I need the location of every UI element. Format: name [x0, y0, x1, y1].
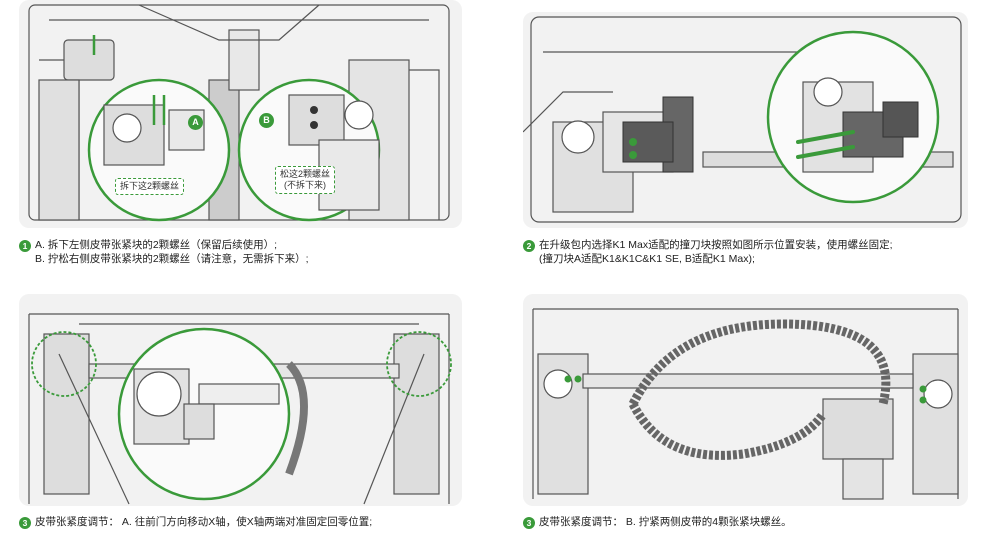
step1-illustration: A B 拆下这2颗螺丝 松这2颗螺丝 (不拆下来) [19, 0, 462, 228]
callout-a-badge: A [188, 115, 203, 130]
crash-block-install-drawing [523, 16, 962, 223]
step3b-illustration [523, 294, 968, 506]
step3a-illustration [19, 294, 462, 506]
step3a-caption: 3 皮带张紧度调节： A. 往前门方向移动X轴，使X轴两端对准固定回零位置; [19, 515, 372, 529]
step2-line2: (撞刀块A适配K1&K1C&K1 SE, B适配K1 Max); [539, 253, 755, 265]
step1-caption: 1 A. 拆下左侧皮带张紧块的2颗螺丝（保留后续使用）; B. 拧松右侧皮带张紧块… [19, 238, 309, 266]
step3b-caption: 3 皮带张紧度调节： B. 拧紧两侧皮带的4颗张紧块螺丝。 [523, 515, 792, 529]
tighten-screws-drawing [532, 308, 959, 500]
step2-line1: 在升级包内选择K1 Max适配的撞刀块按照如图所示位置安装，使用螺丝固定; [539, 239, 893, 251]
step2-number-badge: 2 [523, 240, 535, 252]
step3a-line1: 皮带张紧度调节： A. 往前门方向移动X轴，使X轴两端对准固定回零位置; [35, 516, 373, 528]
x-axis-alignment-drawing [28, 313, 452, 505]
callout-b-badge: B [259, 113, 274, 128]
loosen-screws-label-line1: 松这2颗螺丝 [280, 169, 331, 179]
step1-line1: A. 拆下左侧皮带张紧块的2颗螺丝（保留后续使用）; [35, 239, 278, 251]
step3b-line1: 皮带张紧度调节： B. 拧紧两侧皮带的4颗张紧块螺丝。 [539, 516, 792, 528]
loosen-screws-label: 松这2颗螺丝 (不拆下来) [275, 166, 336, 194]
step2-illustration [523, 12, 968, 228]
remove-screws-label: 拆下这2颗螺丝 [115, 178, 185, 195]
step3a-number-badge: 3 [19, 517, 31, 529]
step2-caption: 2 在升级包内选择K1 Max适配的撞刀块按照如图所示位置安装，使用螺丝固定; (… [523, 238, 893, 266]
loosen-screws-label-line2: (不拆下来) [284, 180, 326, 190]
step1-number-badge: 1 [19, 240, 31, 252]
printer-belt-tensioner-drawing [28, 4, 450, 222]
step1-line2: B. 拧松右侧皮带张紧块的2颗螺丝（请注意，无需拆下来）; [35, 253, 309, 265]
step3b-number-badge: 3 [523, 517, 535, 529]
